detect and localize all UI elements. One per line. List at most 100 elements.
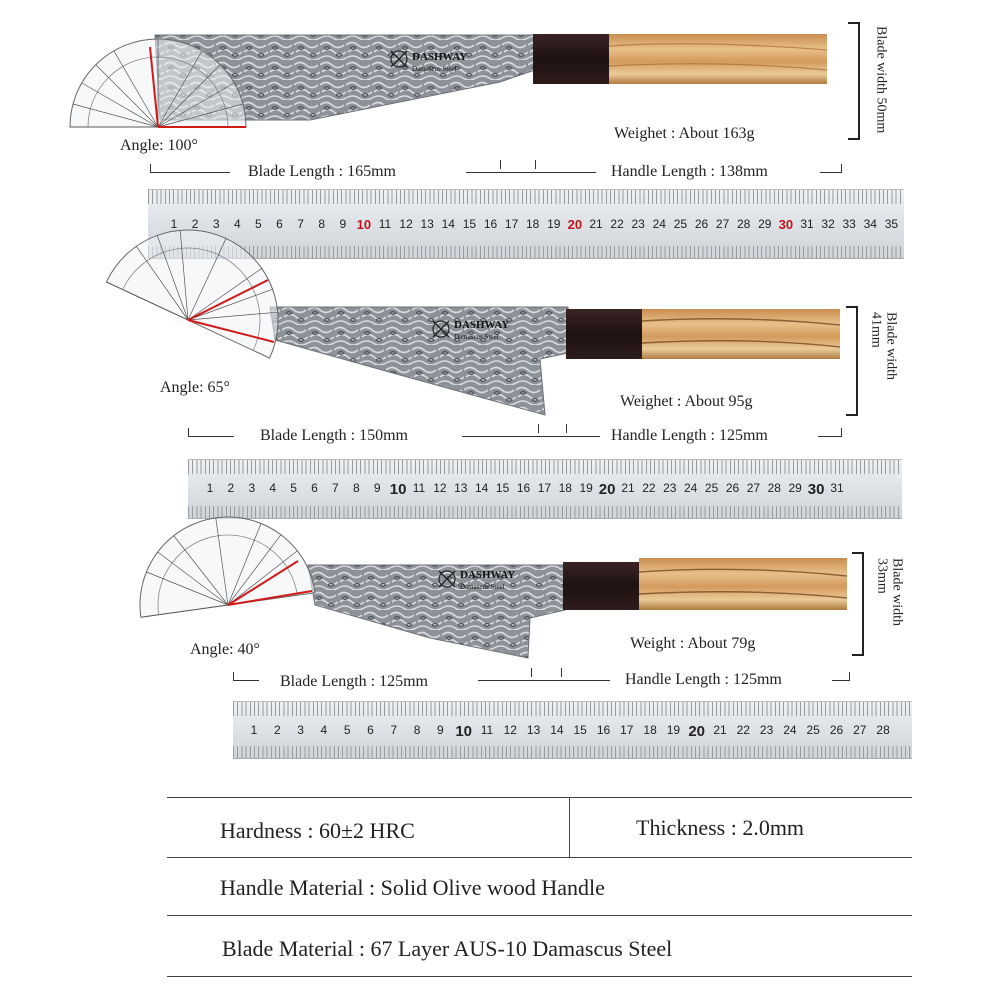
- ruler-number: 7: [390, 723, 398, 737]
- ruler-number: 27: [746, 481, 761, 495]
- ruler-number: 17: [504, 217, 519, 231]
- ruler-number: 26: [694, 217, 709, 231]
- knife-1-weight: Weighet : About 163g: [614, 125, 755, 142]
- ruler-number: 28: [876, 723, 890, 737]
- ruler-number: 33: [842, 217, 856, 231]
- knife-1-blade-width: Blade width 50mm: [873, 26, 889, 134]
- ruler-number: 9: [437, 723, 444, 737]
- ruler-number: 3: [248, 481, 256, 495]
- knife-3-handle-length: Handle Length : 125mm: [625, 671, 782, 688]
- ruler-number: 19: [579, 481, 593, 495]
- ruler-number: 1: [206, 481, 214, 495]
- knife-3-image: DASHWAY Damascus Steel: [139, 516, 848, 659]
- ruler-number: 14: [441, 217, 455, 231]
- ruler-number: 6: [367, 723, 374, 737]
- ruler-number: 20: [567, 217, 583, 232]
- ruler-number: 9: [373, 481, 381, 495]
- knife-2-blade-length: Blade Length : 150mm: [260, 427, 408, 444]
- ruler-number: 29: [788, 481, 802, 495]
- ruler-number: 32: [821, 217, 835, 231]
- knife-2-angle: Angle: 65°: [160, 379, 230, 396]
- ruler-number: 24: [652, 217, 666, 231]
- ruler-number: 15: [573, 723, 587, 737]
- ruler-number: 30: [807, 481, 825, 498]
- knife-3-width-bracket: [852, 552, 864, 656]
- knife-3-angle: Angle: 40°: [190, 641, 260, 658]
- ruler-number: 25: [673, 217, 688, 231]
- ruler-number: 8: [352, 481, 360, 495]
- ruler-number: 8: [413, 723, 421, 737]
- knife-2-blade-width: Blade width 41mm: [868, 312, 899, 381]
- ruler-number: 6: [311, 481, 318, 495]
- spec-handle-material: Handle Material : Solid Olive wood Handl…: [220, 875, 605, 900]
- ruler-number: 5: [290, 481, 297, 495]
- ruler-number: 24: [783, 723, 797, 737]
- protractor-3: [139, 516, 316, 618]
- ruler-number: 18: [643, 723, 657, 737]
- ruler-number: 25: [704, 481, 719, 495]
- ruler-number: 26: [829, 723, 844, 737]
- knife-3-blade-width: Blade width 33mm: [874, 558, 905, 627]
- ruler-number: 16: [516, 481, 531, 495]
- ruler-number: 10: [356, 217, 372, 232]
- protractor-1: [69, 38, 247, 128]
- ruler-number: 15: [495, 481, 510, 495]
- ruler-number: 5: [343, 723, 351, 737]
- knife-1-blade-length: Blade Length : 165mm: [248, 163, 396, 180]
- ruler-number: 11: [412, 481, 426, 495]
- ruler-number: 35: [884, 217, 899, 231]
- knife-2-handle-length: Handle Length : 125mm: [611, 427, 768, 444]
- ruler-number: 17: [537, 481, 552, 495]
- ruler-number: 21: [713, 723, 727, 737]
- knife-3-weight: Weight : About 79g: [630, 635, 756, 652]
- ruler-number: 9: [339, 217, 347, 231]
- ruler-number: 23: [663, 481, 677, 495]
- ruler-number: 20: [688, 723, 706, 740]
- ruler-number: 16: [596, 723, 611, 737]
- svg-text:DASHWAY: DASHWAY: [454, 319, 509, 331]
- knife-2-weight: Weighet : About 95g: [620, 393, 753, 410]
- ruler-number: 27: [853, 723, 867, 737]
- knife-1-handle-length: Handle Length : 138mm: [611, 163, 768, 180]
- ruler-number: 5: [255, 217, 262, 231]
- svg-text:DASHWAY: DASHWAY: [460, 569, 515, 581]
- ruler-number: 20: [598, 481, 616, 498]
- knife-1-image: DASHWAY Damascus Steel: [69, 34, 828, 128]
- knife-2-image: DASHWAY Damascus Steel: [105, 229, 841, 416]
- knife-1-width-bracket: [848, 22, 860, 140]
- spec-hardness: Hardness : 60±2 HRC: [220, 818, 415, 843]
- svg-text:Damascus Steel: Damascus Steel: [460, 583, 505, 591]
- ruler-number: 23: [631, 217, 645, 231]
- knife-3-blade-length: Blade Length : 125mm: [280, 673, 428, 690]
- ruler-number: 2: [227, 481, 235, 495]
- ruler-number: 30: [778, 217, 794, 232]
- ruler-number: 29: [758, 217, 772, 231]
- knife-1-angle: Angle: 100°: [120, 137, 198, 154]
- ruler-number: 11: [480, 723, 494, 737]
- svg-text:Damascus Steel: Damascus Steel: [412, 65, 457, 73]
- spec-table-top: [167, 797, 912, 798]
- ruler-number: 13: [454, 481, 468, 495]
- ruler-number: 17: [620, 723, 634, 737]
- brand-logo-text: DASHWAY: [412, 51, 467, 63]
- ruler-number: 24: [684, 481, 698, 495]
- ruler-number: 6: [276, 217, 283, 231]
- ruler-number: 11: [378, 217, 392, 231]
- ruler-number: 18: [526, 217, 540, 231]
- ruler-number: 8: [318, 217, 326, 231]
- ruler-number: 2: [273, 723, 281, 737]
- spec-blade-material: Blade Material : 67 Layer AUS-10 Damascu…: [222, 936, 673, 961]
- ruler-number: 19: [547, 217, 561, 231]
- protractor-2: [105, 229, 279, 359]
- ruler-number: 12: [503, 723, 517, 737]
- ruler-number: 13: [526, 723, 541, 737]
- svg-text:Damascus Steel: Damascus Steel: [454, 333, 499, 341]
- ruler-number: 10: [389, 481, 407, 498]
- spec-table-divider: [569, 797, 570, 857]
- knife-2-width-bracket: [846, 306, 858, 416]
- ruler-number: 21: [589, 217, 603, 231]
- ruler-number: 15: [462, 217, 477, 231]
- ruler-number: 27: [715, 217, 730, 231]
